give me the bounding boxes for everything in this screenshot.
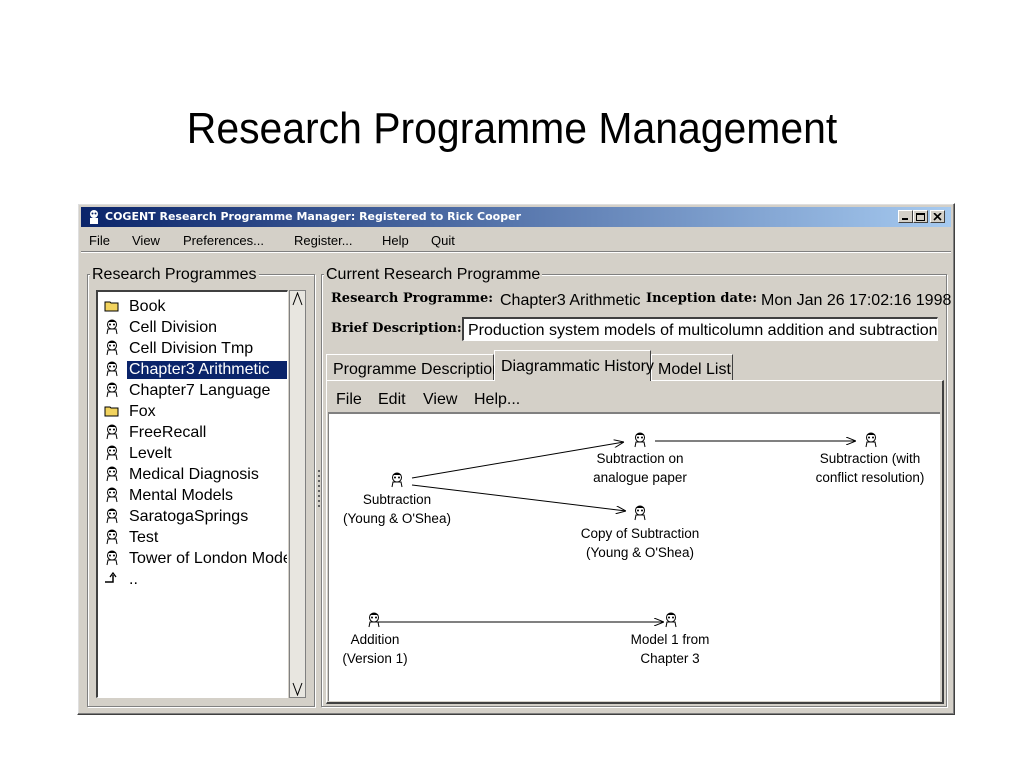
edge-subtraction-to-copy <box>411 484 626 511</box>
list-item[interactable]: SaratogaSprings <box>100 506 286 525</box>
programme-icon <box>106 508 118 524</box>
window-title: COGENT Research Programme Manager: Regis… <box>105 210 521 223</box>
menu-quit[interactable]: Quit <box>431 233 455 248</box>
programme-label: Research Programme: <box>331 291 494 306</box>
list-item[interactable]: FreeRecall <box>100 422 286 441</box>
minimize-icon <box>902 218 908 220</box>
menu-help[interactable]: Help <box>382 233 409 248</box>
programme-value: Chapter3 Arithmetic <box>500 292 641 309</box>
diagram-menu-edit[interactable]: Edit <box>378 391 406 408</box>
menu-preferences[interactable]: Preferences... <box>183 233 264 248</box>
current-programme-group: Current Research Programme <box>321 266 947 707</box>
programmes-group: Research Programmes <box>87 266 315 707</box>
programme-icon <box>106 424 118 440</box>
list-item[interactable]: Cell Division <box>100 317 286 336</box>
programme-icon <box>106 382 118 398</box>
close-button[interactable] <box>930 210 945 223</box>
list-item[interactable]: Levelt <box>100 443 286 462</box>
parent-dir-icon <box>105 571 117 583</box>
node-addition-label: Addition(Version 1) <box>342 632 408 666</box>
model-node-icon[interactable] <box>632 505 648 521</box>
list-item[interactable]: Fox <box>100 401 286 420</box>
model-node-icon[interactable] <box>863 432 879 448</box>
programme-icon <box>106 361 118 377</box>
scroll-down-icon <box>292 682 303 696</box>
list-item[interactable]: Medical Diagnosis <box>100 464 286 483</box>
edge-subtraction-to-analogue <box>411 442 624 479</box>
description-field[interactable]: Production system models of multicolumn … <box>462 317 938 341</box>
history-diagram-canvas[interactable] <box>328 413 940 701</box>
inception-value: Mon Jan 26 17:02:16 1998 <box>761 292 952 309</box>
node-copy-subtraction-label: Copy of Subtraction(Young & O'Shea) <box>580 526 700 560</box>
programme-icon <box>106 445 118 461</box>
programme-icon <box>106 550 118 566</box>
menu-register[interactable]: Register... <box>294 233 353 248</box>
list-item[interactable]: Chapter7 Language <box>100 380 286 399</box>
menu-file[interactable]: File <box>89 233 110 248</box>
maximize-icon <box>916 213 925 221</box>
programmes-group-label: Research Programmes <box>90 266 259 284</box>
window-titlebar[interactable]: COGENT Research Programme Manager: Regis… <box>81 207 951 227</box>
programme-icon <box>106 487 118 503</box>
maximize-button[interactable] <box>913 210 928 223</box>
node-subtraction-label: Subtraction(Young & O'Shea) <box>343 492 451 526</box>
list-item[interactable]: .. <box>100 569 286 588</box>
app-logo-icon <box>90 210 98 224</box>
list-item[interactable]: Cell Division Tmp <box>100 338 286 357</box>
close-icon <box>933 213 942 221</box>
programme-icon <box>106 529 118 545</box>
inception-label: Inception date: <box>646 291 757 306</box>
list-item[interactable]: Book <box>100 296 286 315</box>
model-node-icon[interactable] <box>663 612 679 628</box>
model-node-icon[interactable] <box>632 432 648 448</box>
diagram-menu-view[interactable]: View <box>423 391 458 408</box>
list-item[interactable]: Mental Models <box>100 485 286 504</box>
current-programme-group-label: Current Research Programme <box>324 266 543 284</box>
main-menubar: File View Preferences... Register... Hel… <box>81 229 951 252</box>
minimize-button[interactable] <box>898 210 913 223</box>
description-label: Brief Description: <box>331 321 462 336</box>
list-item-selected[interactable]: Chapter3 Arithmetic <box>100 359 287 379</box>
folder-icon <box>104 301 119 312</box>
list-item[interactable]: Tower of London Models <box>100 548 287 567</box>
programmes-list[interactable]: Book Cell Division Cell Division Tmp Cha… <box>96 290 288 698</box>
list-item[interactable]: Test <box>100 527 286 546</box>
model-node-icon[interactable] <box>366 612 382 628</box>
programmes-scrollbar[interactable] <box>289 290 306 698</box>
tab-programme-description[interactable]: Programme Description <box>326 354 501 380</box>
diagram-menu-file[interactable]: File <box>336 391 362 408</box>
programme-icon <box>106 466 118 482</box>
model-node-icon[interactable] <box>389 472 405 488</box>
tab-model-list[interactable]: Model List <box>651 354 733 380</box>
diagram-menu-help[interactable]: Help... <box>474 391 521 408</box>
programme-icon <box>106 319 118 335</box>
slide-title: Research Programme Management <box>186 104 838 153</box>
menu-view[interactable]: View <box>132 233 160 248</box>
tab-diagrammatic-history[interactable]: Diagrammatic History <box>494 350 654 381</box>
diagram-menubar: File Edit View Help... <box>328 384 940 413</box>
folder-icon <box>104 406 119 417</box>
programme-icon <box>106 340 118 356</box>
scroll-up-icon <box>292 292 303 306</box>
splitter-grip-icon[interactable] <box>317 470 321 508</box>
